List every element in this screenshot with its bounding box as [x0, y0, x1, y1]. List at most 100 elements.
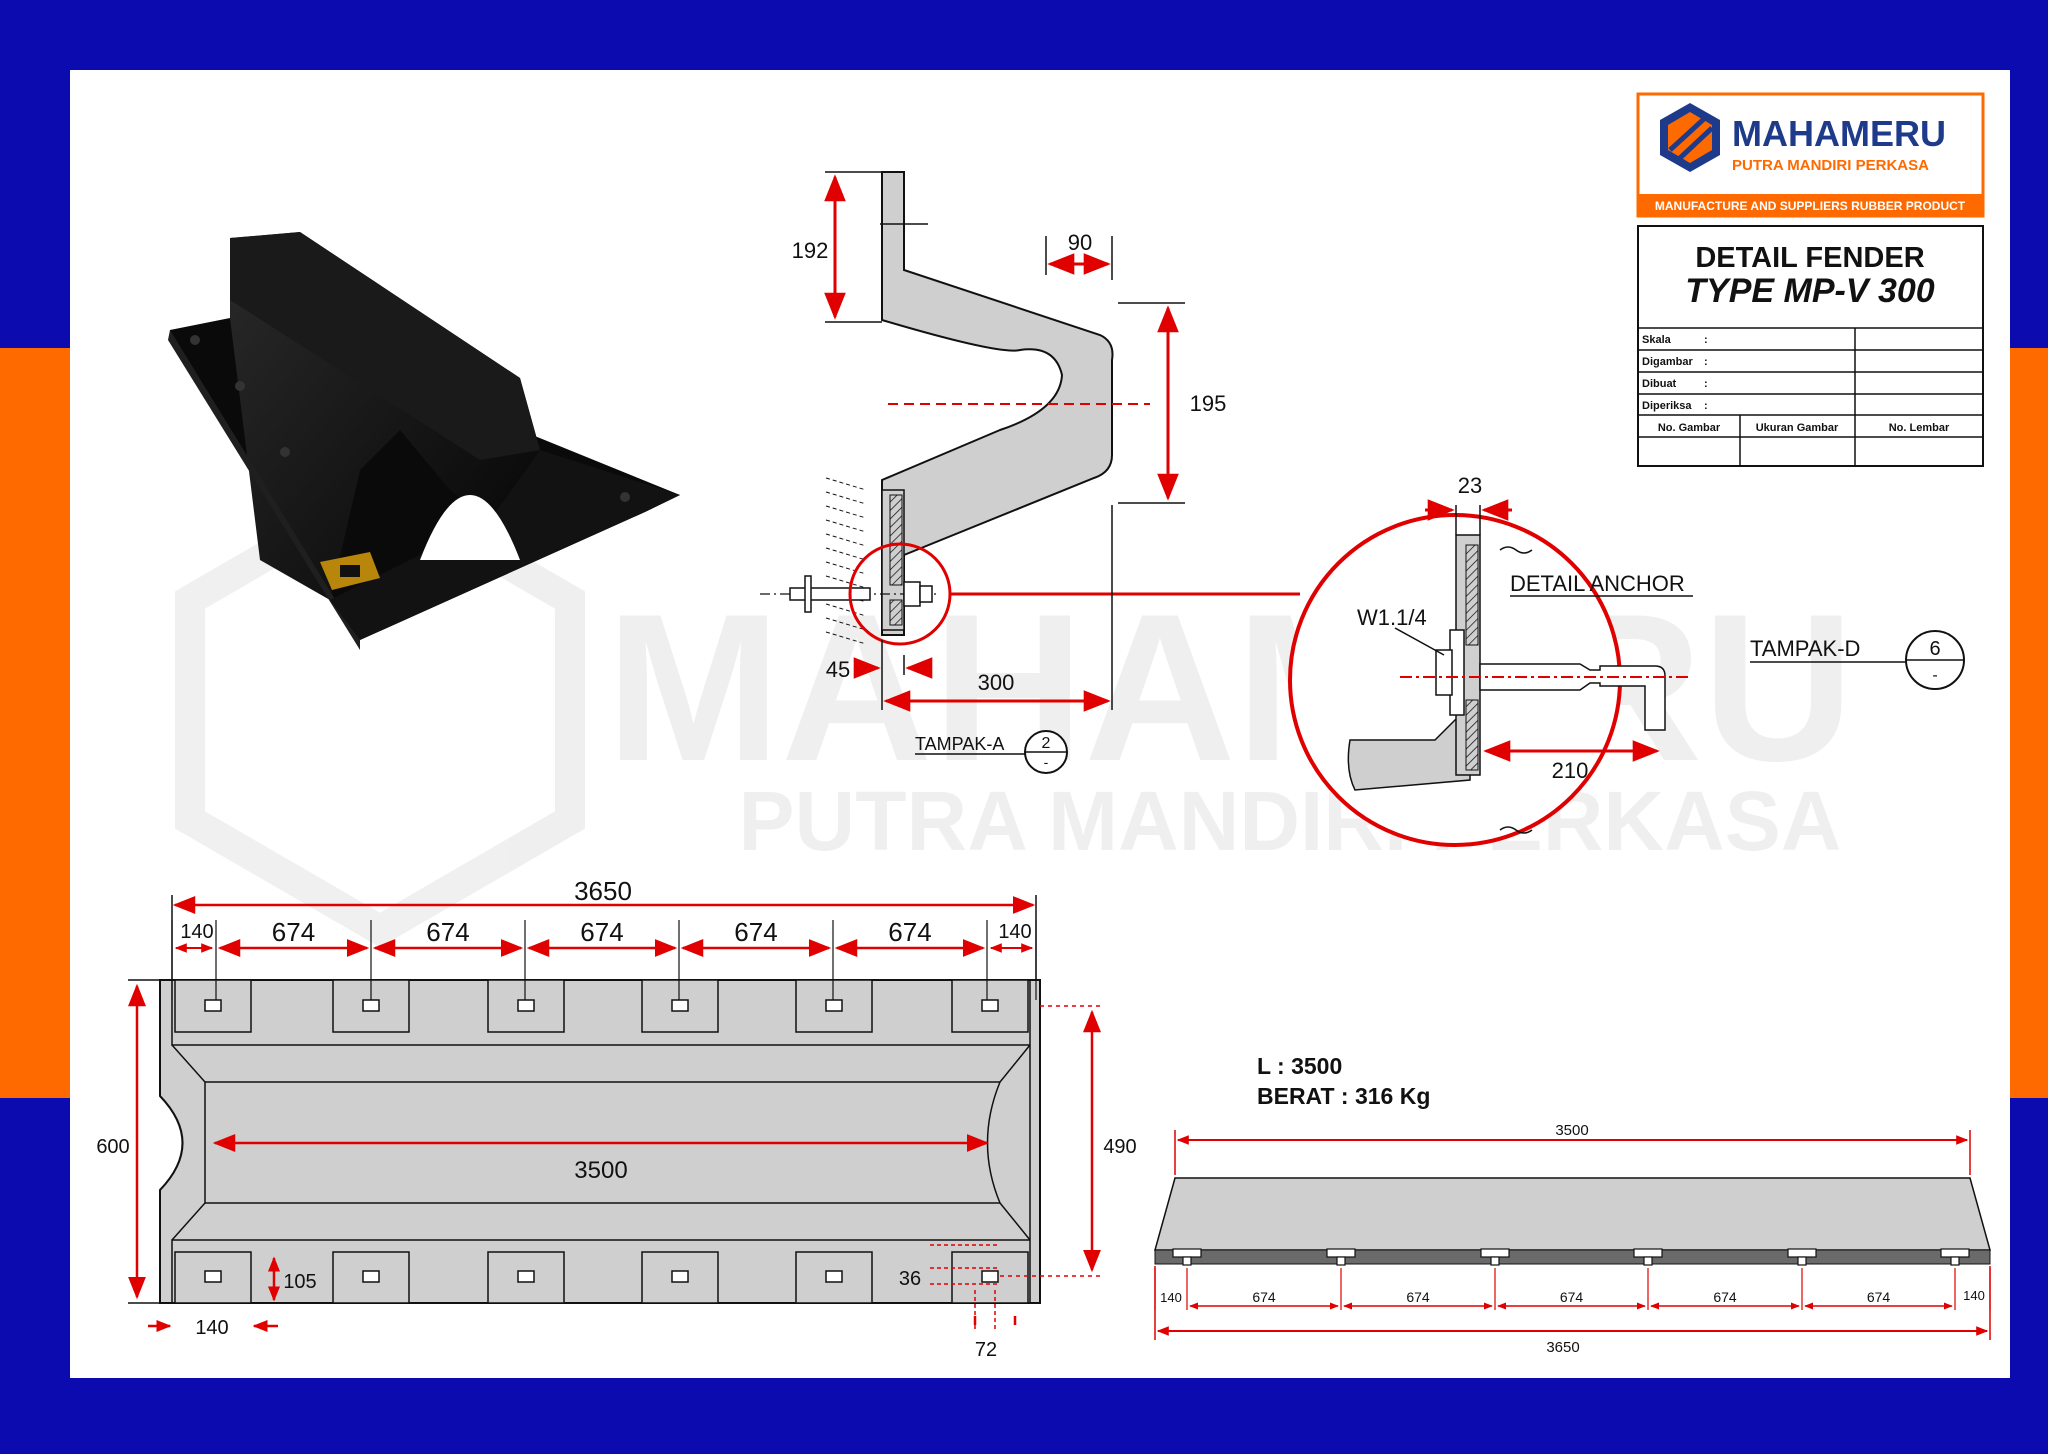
- detail-anchor-title: DETAIL ANCHOR: [1510, 571, 1685, 596]
- plan-dim-hole-width: 72: [975, 1339, 997, 1361]
- front-bolt-shank: [1643, 1256, 1653, 1266]
- watermark-title: MAHAMERU: [606, 570, 1854, 805]
- spec-weight: BERAT : 316 Kg: [1257, 1083, 1430, 1109]
- colon-digambar: :: [1704, 356, 1708, 368]
- fender-photo: [168, 232, 680, 650]
- colon-dibuat: :: [1704, 378, 1708, 390]
- front-bolt-head: [1172, 1248, 1202, 1258]
- front-view: 674 674 674 674 674 140 140 3500 3650: [1154, 1122, 1991, 1356]
- logo-icon: [1660, 103, 1720, 172]
- bolt-hole-bottom: [204, 1270, 222, 1283]
- front-bolt-head: [1633, 1248, 1663, 1258]
- dim-90: 90: [1068, 230, 1092, 255]
- plan-dim-hole-offset: 36: [899, 1268, 921, 1290]
- front-bolt-shank: [1797, 1256, 1807, 1266]
- colon-skala: :: [1704, 334, 1708, 346]
- plan-dim-inner-height: 490: [1103, 1136, 1136, 1158]
- plan-edge-label-right: 140: [998, 921, 1031, 943]
- plan-edge-label-left: 140: [180, 921, 213, 943]
- dim-210: 210: [1552, 758, 1589, 783]
- logo-tagline: MANUFACTURE AND SUPPLIERS RUBBER PRODUCT: [1655, 199, 1966, 213]
- fender-profile: [881, 171, 1114, 636]
- view-d-sheet: -: [1932, 667, 1937, 684]
- front-pitch-label: 674: [1560, 1289, 1584, 1305]
- view-a-label: TAMPAK-A: [915, 734, 1004, 754]
- detail-anchor: 23 DETAIL ANCHOR W1.1/4 210: [1288, 473, 1693, 847]
- front-bolts: [1172, 1248, 1970, 1266]
- plan-pitch-dims: 674 674 674 674 674 140 140: [171, 917, 1037, 1000]
- header-no-lembar: No. Lembar: [1889, 422, 1950, 434]
- dim-23: 23: [1458, 473, 1482, 498]
- view-a-number: 2: [1042, 735, 1051, 752]
- plan-dim-bottom-edge: 140: [195, 1317, 228, 1339]
- watermark-subtitle: PUTRA MANDIRI PERKASA: [739, 774, 1842, 868]
- label-dibuat: Dibuat: [1642, 378, 1677, 390]
- header-ukuran-gambar: Ukuran Gambar: [1756, 422, 1839, 434]
- bolt-hole-bottom: [981, 1270, 999, 1283]
- front-pitch-label: 674: [1252, 1289, 1276, 1305]
- dim-45: 45: [826, 657, 850, 682]
- bolt-spec: W1.1/4: [1357, 605, 1427, 630]
- side-view: 192 90 195 45 300 TAMPAK-A 2 -: [760, 171, 1300, 774]
- view-d-label: TAMPAK-D: [1750, 636, 1860, 661]
- front-bolt-shank: [1182, 1256, 1192, 1266]
- plan-pitch-label: 674: [734, 917, 777, 947]
- front-edge-label-left: 140: [1160, 1290, 1182, 1305]
- logo-subtitle: PUTRA MANDIRI PERKASA: [1732, 157, 1929, 174]
- view-a-sheet: -: [1044, 754, 1049, 770]
- colon-diperiksa: :: [1704, 400, 1708, 412]
- logo-name: MAHAMERU: [1732, 113, 1946, 154]
- plan-pads: [174, 979, 1029, 1304]
- plan-pitch-label: 674: [888, 917, 931, 947]
- bolt-hole-top: [517, 999, 535, 1012]
- front-bolt-shank: [1490, 1256, 1500, 1266]
- spec-length: L : 3500: [1257, 1053, 1342, 1079]
- title-block: MAHAMERU PUTRA MANDIRI PERKASA MANUFACTU…: [1636, 92, 1985, 467]
- front-bolt-head: [1480, 1248, 1510, 1258]
- view-d-callout: TAMPAK-D 6 -: [1750, 630, 1965, 690]
- label-digambar: Digambar: [1642, 356, 1693, 368]
- plan-pitch-label: 674: [272, 917, 315, 947]
- header-no-gambar: No. Gambar: [1658, 422, 1721, 434]
- anchor-pad-top: [795, 979, 873, 1033]
- front-bolt-shank: [1950, 1256, 1960, 1266]
- bolt-hole-bottom: [517, 1270, 535, 1283]
- plan-dim-height: 600: [96, 1136, 129, 1158]
- bolt-hole-top: [362, 999, 380, 1012]
- plan-pitch-label: 674: [426, 917, 469, 947]
- front-dim-bottom: 3650: [1546, 1339, 1579, 1356]
- dim-195: 195: [1190, 391, 1227, 416]
- dim-192: 192: [792, 238, 829, 263]
- front-pitch-label: 674: [1867, 1289, 1891, 1305]
- bolt-hole-bottom: [362, 1270, 380, 1283]
- front-pitch-label: 674: [1406, 1289, 1430, 1305]
- label-skala: Skala: [1642, 334, 1672, 346]
- front-bolt-head: [1940, 1248, 1970, 1258]
- front-bolt-shank: [1336, 1256, 1346, 1266]
- title-line-1: DETAIL FENDER: [1695, 242, 1924, 274]
- plan-dim-pad: 105: [283, 1271, 316, 1293]
- view-d-number: 6: [1929, 638, 1940, 660]
- dim-300: 300: [978, 670, 1015, 695]
- plan-dim-total: 3650: [574, 876, 632, 906]
- bolt-hole-bottom: [671, 1270, 689, 1283]
- front-pitch-label: 674: [1713, 1289, 1737, 1305]
- front-bolt-head: [1787, 1248, 1817, 1258]
- front-edge-label-right: 140: [1963, 1288, 1985, 1303]
- bolt-hole-top: [204, 999, 222, 1012]
- front-dim-top: 3500: [1555, 1122, 1588, 1139]
- label-diperiksa: Diperiksa: [1642, 400, 1692, 412]
- front-pitch-dims: 674 674 674 674 674 140 140: [1154, 1268, 1991, 1310]
- title-line-2: TYPE MP-V 300: [1685, 272, 1935, 310]
- bolt-hole-top: [671, 999, 689, 1012]
- bolt-hole-top: [825, 999, 843, 1012]
- plan-dim-inner: 3500: [574, 1157, 627, 1184]
- photo-arch: [420, 495, 520, 560]
- front-bolt-head: [1326, 1248, 1356, 1258]
- bolt-hole-bottom: [825, 1270, 843, 1283]
- plan-pitch-label: 674: [580, 917, 623, 947]
- bolt-hole-top: [981, 999, 999, 1012]
